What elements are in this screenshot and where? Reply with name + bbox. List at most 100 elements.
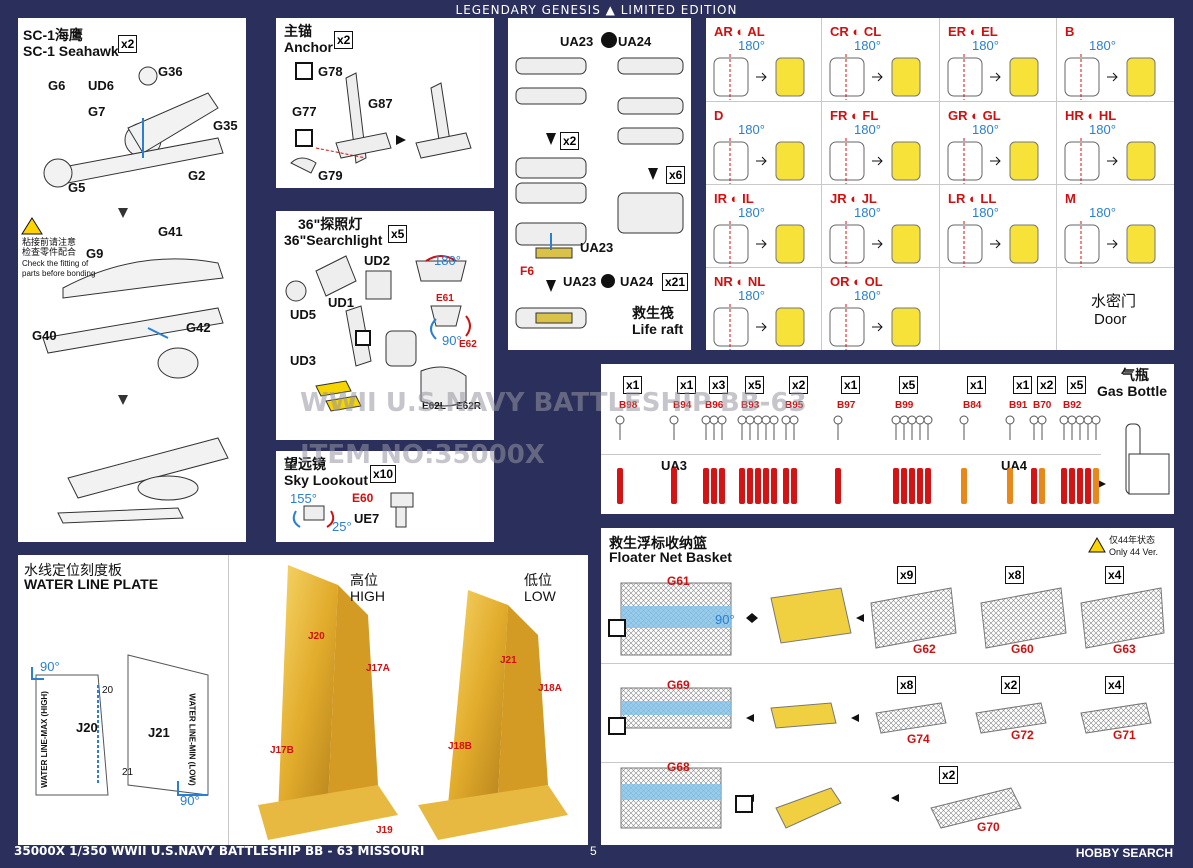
note-en1: Check the fitting of [22, 259, 89, 268]
part-e62: E62 [459, 339, 477, 350]
searchlight-title-cn: 36"探照灯 [298, 216, 363, 232]
part-g79: G79 [318, 168, 343, 183]
gas-qty: x1 [1013, 376, 1033, 394]
door-drawing [1064, 221, 1156, 267]
waterline-j20: J20 [76, 720, 98, 735]
note-cn1: 粘接前请注意 [22, 237, 77, 247]
part-g2: G2 [188, 168, 206, 183]
warning-icon [1088, 536, 1106, 553]
searchlight-title-en: 36"Searchlight [284, 232, 383, 248]
page-header: LEGENDARY GENESIS ▲ LIMITED EDITION [0, 3, 1193, 17]
door-drawing [1064, 138, 1156, 184]
raft-top-ua24: UA24 [618, 34, 652, 49]
waterline-title-en: WATER LINE PLATE [24, 576, 159, 592]
waterline-a90: 90° [40, 659, 60, 674]
door-angle: 180° [854, 38, 881, 53]
part-e62l: E62L [422, 401, 446, 412]
gas-qty: x1 [841, 376, 861, 394]
door-drawing [829, 54, 921, 100]
door-angle: 180° [738, 38, 765, 53]
searchlight-qty: x5 [388, 225, 408, 243]
photo-j17b: J17B [270, 745, 294, 756]
photo-j21: J21 [500, 655, 517, 666]
door-angle: 180° [972, 38, 999, 53]
header-left: LEGENDARY GENESIS [455, 3, 601, 17]
floater-q4a: x4 [1105, 566, 1125, 584]
photo-j18a: J18A [538, 683, 562, 694]
lookout-angle-25: 25° [332, 519, 352, 534]
floater-a90: 90° [715, 612, 735, 627]
floater-note-cn: 仅44年状态 [1109, 535, 1156, 545]
liferaft-drawing [515, 32, 684, 329]
part-g62: G62 [913, 642, 936, 656]
raft-top-ua23: UA23 [560, 34, 594, 49]
door-title-en: Door [1094, 311, 1127, 328]
door-angle: 180° [1089, 122, 1116, 137]
part-g72: G72 [1011, 728, 1034, 742]
part-ud6: UD6 [88, 78, 115, 93]
door-code-gr: GR ◐ GL [948, 108, 1001, 123]
lookout-drawing [292, 492, 414, 528]
high-en: HIGH [350, 588, 385, 604]
part-ud2: UD2 [364, 253, 391, 268]
door-drawing [713, 304, 805, 350]
waterline-j21: J21 [148, 725, 170, 740]
seahawk-title-en: SC-1 Seahawk [23, 43, 119, 59]
gas-ua3: UA3 [661, 458, 688, 473]
gas-code: B94 [673, 400, 692, 411]
warning-icon [21, 217, 43, 235]
footer-title: 35000X 1/350 WWII U.S.NAVY BATTLESHIP BB… [14, 844, 425, 858]
liferaft-title-en: Life raft [632, 321, 684, 337]
part-g63: G63 [1113, 642, 1136, 656]
part-g60: G60 [1011, 642, 1034, 656]
door-code-hr: HR ◐ HL [1065, 108, 1117, 123]
part-g6: G6 [48, 78, 66, 93]
part-g41: G41 [158, 224, 183, 239]
part-g5: G5 [68, 180, 86, 195]
door-drawing [1064, 54, 1156, 100]
part-g36: G36 [158, 64, 183, 79]
door-code-ir: IR ◐ IL [714, 191, 754, 206]
gas-qty: x5 [745, 376, 765, 394]
footer-logo: HOBBY SEARCH [1075, 846, 1173, 860]
door-angle: 180° [972, 205, 999, 220]
part-g71: G71 [1113, 728, 1136, 742]
liferaft-title-cn: 救生筏 [632, 305, 674, 321]
floater-title-cn: 救生浮标收纳篮 [609, 535, 707, 551]
door-angle: 180° [854, 205, 881, 220]
part-g77: G77 [292, 104, 317, 119]
seahawk-qty: x2 [118, 35, 138, 53]
door-title-cn: 水密门 [1091, 293, 1137, 310]
floater-q9: x9 [897, 566, 917, 584]
part-ud5: UD5 [290, 307, 317, 322]
door-angle: 180° [1089, 205, 1116, 220]
door-drawing [829, 304, 921, 350]
glue-icon [295, 129, 313, 147]
raft-part-f6: F6 [520, 264, 535, 278]
anchor-title-cn: 主锚 [284, 23, 312, 39]
searchlight-drawing [285, 255, 471, 412]
lookout-angle-155: 155° [290, 491, 317, 506]
waterline-plate-drawing [31, 654, 209, 796]
page-number: 5 [590, 844, 597, 858]
part-e62r: E62R [456, 401, 482, 412]
part-g70: G70 [977, 820, 1000, 834]
floater-q4b: x4 [1105, 676, 1125, 694]
seahawk-drawing [21, 66, 229, 524]
gas-code: B98 [619, 400, 638, 411]
nut-icon [601, 32, 617, 48]
raft-part-ua23: UA23 [580, 240, 614, 255]
gas-qty: x3 [709, 376, 729, 394]
searchlight-angle-90: 90° [442, 333, 462, 348]
waterline-title-cn: 水线定位刻度板 [24, 562, 122, 578]
raft-bottom-ua23: UA23 [563, 274, 597, 289]
part-e60: E60 [352, 491, 374, 505]
floater-q8a: x8 [1005, 566, 1025, 584]
gas-code: B99 [895, 400, 914, 411]
gas-code: B96 [705, 400, 724, 411]
door-code-or: OR ◐ OL [830, 274, 883, 289]
floater-panel: 救生浮标收纳篮 Floater Net Basket 仅44年状态 Only 4… [601, 528, 1174, 845]
part-ud1: UD1 [328, 295, 355, 310]
gas-code: B91 [1009, 400, 1028, 411]
